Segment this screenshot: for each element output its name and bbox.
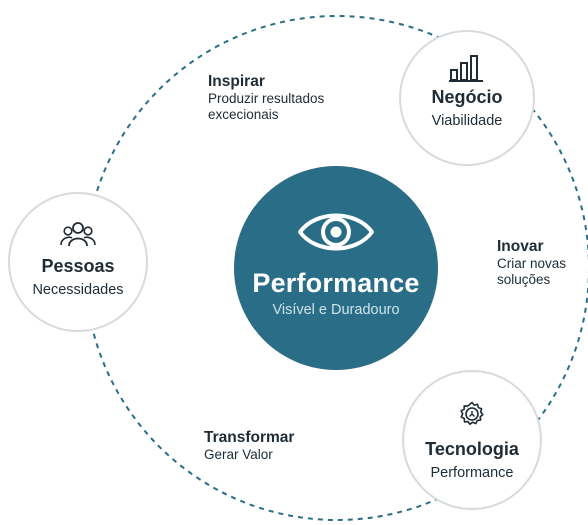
connector-label-inovar: Inovar Criar novas soluções [497, 237, 566, 288]
connector-inspirar-title: Inspirar [208, 73, 265, 90]
connector-label-transformar: Transformar Gerar Valor [204, 428, 294, 463]
gear-icon [460, 401, 484, 425]
people-group-icon [60, 222, 96, 247]
node-tecnologia-title: Tecnologia [425, 439, 519, 459]
node-negocio: Negócio Viabilidade [399, 30, 535, 166]
node-pessoas-title: Pessoas [41, 256, 115, 276]
center-subtitle: Visível e Duradouro [272, 302, 400, 318]
node-pessoas: Pessoas Necessidades [8, 192, 148, 332]
node-tecnologia: Tecnologia Performance [402, 370, 542, 510]
connector-inspirar-line1: Produzir resultados [208, 91, 325, 106]
node-negocio-subtitle: Viabilidade [431, 113, 503, 129]
node-tecnologia-subtitle: Performance [430, 465, 514, 481]
connector-inovar-title: Inovar [497, 238, 544, 255]
connector-inovar-line1: Criar novas [497, 256, 567, 271]
center-title: Performance [252, 268, 420, 298]
connector-transformar-title: Transformar [204, 429, 295, 446]
node-negocio-title: Negócio [431, 87, 503, 107]
node-pessoas-subtitle: Necessidades [32, 282, 124, 298]
connector-transformar-line1: Gerar Valor [204, 447, 273, 462]
connector-inspirar-line2: excecionais [208, 107, 279, 122]
connector-label-inspirar: Inspirar Produzir resultados excecionais [208, 72, 324, 123]
center-performance-circle: Performance Visível e Duradouro [234, 166, 438, 370]
bar-chart-icon [449, 55, 483, 82]
connector-inovar-line2: soluções [497, 272, 551, 287]
eye-icon [298, 213, 374, 251]
